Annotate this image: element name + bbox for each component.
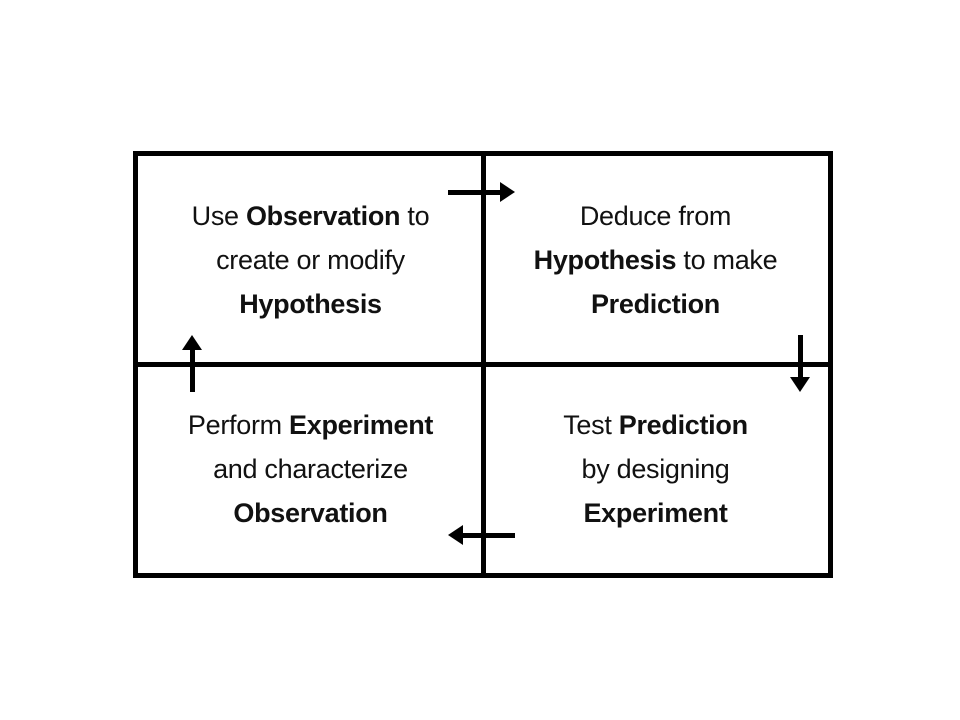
grid-horizontal-divider (138, 362, 828, 367)
cell-line: Use Observation to (191, 201, 430, 232)
arrow-down-shaft (797, 335, 803, 377)
cell-line: and characterize (213, 453, 408, 484)
arrow-up-shaft (189, 350, 195, 392)
cell-line: create or modify (216, 245, 405, 276)
arrow-left-shaft (463, 532, 515, 538)
cell-line: Observation (233, 497, 388, 528)
arrow-left-head (448, 525, 463, 545)
arrow-up-icon (182, 335, 202, 392)
cell-line: Hypothesis to make (533, 245, 778, 276)
cell-line: Deduce from (579, 201, 732, 232)
cell-line: Perform Experiment (187, 409, 434, 440)
cell-line: by designing (581, 453, 730, 484)
cell-line: Experiment (583, 497, 728, 528)
arrow-down-head (790, 377, 810, 392)
arrow-right-icon (448, 182, 515, 202)
arrow-right-head (500, 182, 515, 202)
arrow-down-icon (790, 335, 810, 392)
arrow-right-shaft (448, 189, 500, 195)
arrow-left-icon (448, 525, 515, 545)
cell-line: Test Prediction (563, 409, 748, 440)
cell-line: Hypothesis (239, 289, 382, 320)
arrow-up-head (182, 335, 202, 350)
cell-line: Prediction (590, 289, 720, 320)
